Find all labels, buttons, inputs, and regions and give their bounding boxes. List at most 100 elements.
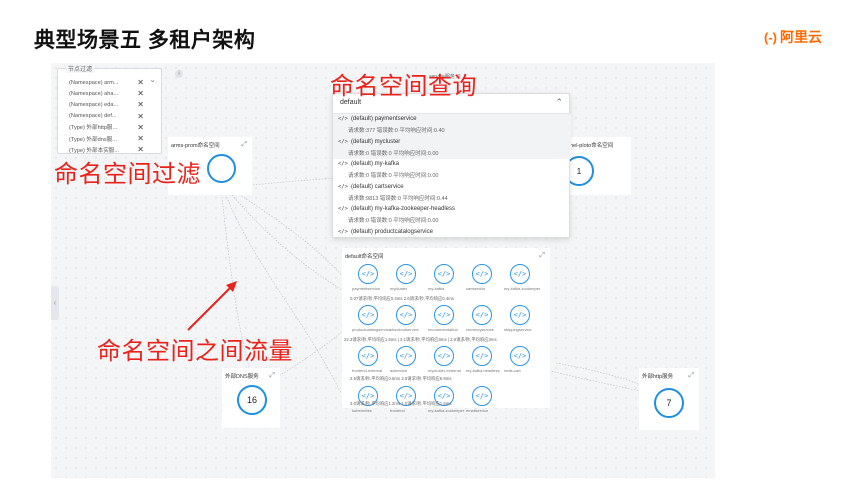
- service-node[interactable]: </>: [358, 386, 378, 406]
- search-result-item[interactable]: </>(default) paymentservice 请求数:377 错误数:…: [333, 114, 571, 137]
- service-node-label: currencyservice: [466, 327, 495, 332]
- service-node-label: my-kafka-zookeeper: [428, 408, 465, 413]
- chevron-up-icon[interactable]: ⌃: [555, 97, 563, 107]
- close-icon[interactable]: ✕: [137, 89, 144, 99]
- filter-tag: (Namespace) eda...✕: [69, 99, 144, 110]
- expand-icon[interactable]: ⤢: [539, 252, 545, 259]
- service-node[interactable]: </>: [510, 264, 530, 284]
- service-node[interactable]: </>: [510, 346, 530, 366]
- info-icon[interactable]: i: [175, 70, 183, 78]
- topology-canvas[interactable]: 节点过滤 ⌄ (Namespace) arm...✕ (Namespace) a…: [51, 63, 715, 478]
- service-node[interactable]: </>: [434, 346, 454, 366]
- code-icon: </>: [475, 392, 489, 400]
- service-node-label: paymentservice: [352, 286, 381, 291]
- service-node-label: shippingservice: [504, 327, 532, 332]
- side-panel-toggle[interactable]: ‹: [51, 286, 59, 320]
- namespace-card-label: default命名空间: [345, 254, 384, 260]
- service-node[interactable]: </>: [510, 305, 530, 325]
- filter-tag: (Type) 外部http服...✕: [69, 122, 144, 133]
- search-result-item[interactable]: </>(default) my-kafka 请求数:0 错误数:0 平均响应时间…: [333, 159, 571, 182]
- filter-tag: (Namespace) aha... ✕: [69, 88, 144, 99]
- code-icon: </>: [399, 392, 413, 400]
- namespace-search-input[interactable]: default ⌃: [333, 94, 571, 114]
- filter-tag-label: (Namespace) aha...: [69, 90, 119, 97]
- service-node-label: recommendation: [428, 327, 458, 332]
- search-result-name: </>(default) my-kafka: [338, 161, 399, 167]
- service-node[interactable]: </>: [396, 386, 416, 406]
- filter-tag: (Namespace) def... ✕: [69, 111, 144, 122]
- chevron-down-icon[interactable]: ⌄: [149, 75, 156, 84]
- code-icon: </>: [513, 270, 527, 278]
- code-icon: </>: [437, 270, 451, 278]
- code-icon: </>: [475, 352, 489, 360]
- namespace-card-default[interactable]: default命名空间 ⤢ </>paymentservice</>myclus…: [342, 248, 550, 413]
- code-icon: </>: [361, 352, 375, 360]
- code-icon: </>: [513, 352, 527, 360]
- service-node[interactable]: </>: [358, 305, 378, 325]
- service-node[interactable]: </>: [472, 305, 492, 325]
- search-result-name-text: (default) my-kafka-zookeeper-headless: [350, 206, 455, 212]
- code-icon: </>: [437, 311, 451, 319]
- filter-tag: (Namespace) arm...✕: [69, 77, 144, 88]
- search-result-name-text: (default) my-kafka: [350, 161, 399, 167]
- namespace-search-value: default: [340, 99, 362, 106]
- expand-icon[interactable]: ⤢: [241, 141, 247, 148]
- close-icon[interactable]: ✕: [137, 100, 144, 110]
- code-icon: </>: [399, 270, 413, 278]
- namespace-card-label: 外部http服务: [642, 374, 674, 380]
- alibaba-cloud-logo-icon: (-): [764, 29, 777, 45]
- annotation-namespace-search: 命名空间查询: [330, 73, 477, 100]
- code-icon: </>: [361, 270, 375, 278]
- namespace-node-circle[interactable]: [207, 154, 236, 183]
- service-node-label: my-kafka: [428, 286, 445, 291]
- slide-title: 典型场景五 多租户架构: [34, 29, 256, 52]
- service-node[interactable]: </>: [472, 346, 492, 366]
- search-result-item[interactable]: </>(default) cartservice 请求数:9813 错误数:0 …: [333, 182, 571, 205]
- namespace-card-external-http[interactable]: 外部http服务 ⤢ 7: [639, 368, 699, 430]
- search-result-stats: 请求数:9813 错误数:0 平均响应时间:0.44: [348, 195, 448, 202]
- service-node[interactable]: </>: [472, 386, 492, 406]
- filter-tag-label: (Namespace) def...: [69, 113, 117, 120]
- namespace-card-unnel[interactable]: unnel-ploto命名空间 1: [561, 137, 631, 195]
- close-icon[interactable]: ✕: [137, 78, 144, 88]
- service-node[interactable]: </>: [358, 264, 378, 284]
- search-result-item[interactable]: </>(default) my-kafka-zookeeper-headless…: [333, 204, 571, 227]
- namespace-card-external-dns[interactable]: 外部DNS服务 ⤢ 16: [222, 368, 280, 428]
- service-row-stats: 3.0请求/秒,平均响应1.2ms 1.0请求/秒,平均响应1.5ms: [350, 401, 452, 406]
- service-node[interactable]: </>: [434, 386, 454, 406]
- expand-icon[interactable]: ⤢: [269, 372, 275, 379]
- close-icon[interactable]: ✕: [137, 111, 144, 121]
- close-icon[interactable]: ✕: [137, 134, 144, 144]
- search-result-item[interactable]: </>(default) productcatalogservice: [333, 227, 571, 250]
- service-node[interactable]: </>: [434, 264, 454, 284]
- alibaba-cloud-logo-text: 阿里云: [780, 29, 822, 45]
- expand-icon[interactable]: ⤢: [688, 372, 694, 379]
- code-icon: </>: [437, 352, 451, 360]
- service-node[interactable]: </>: [434, 305, 454, 325]
- code-icon: </>: [361, 392, 375, 400]
- service-node[interactable]: </>: [396, 346, 416, 366]
- search-result-name: </>(default) productcatalogservice: [338, 229, 433, 235]
- service-node[interactable]: </>: [396, 264, 416, 284]
- service-node[interactable]: </>: [396, 305, 416, 325]
- close-icon[interactable]: ✕: [137, 145, 144, 155]
- service-row-stats: 2.5请求/秒,平均响应0.6ms 2.5请求/秒,平均响应6.9ms: [350, 376, 452, 381]
- filter-tag-label: (Type) 外部dns服...: [69, 136, 117, 143]
- namespace-card-arms[interactable]: arms-prom命名空间 ⤢: [168, 137, 252, 195]
- service-node[interactable]: </>: [358, 346, 378, 366]
- namespace-card-label: 外部DNS服务: [225, 374, 259, 380]
- namespace-node-circle[interactable]: 16: [237, 385, 267, 415]
- service-node-label: checkoutservice: [390, 327, 419, 332]
- filter-tag-label: (Type) 外部本实服...: [69, 147, 120, 154]
- search-result-stats: 请求数:377 错误数:0 平均响应时间:0.40: [348, 128, 445, 134]
- search-result-stats: 请求数:0 错误数:0 平均响应时间:0.00: [348, 173, 439, 179]
- service-node-label: adservice: [390, 368, 408, 373]
- search-result-item[interactable]: </>(default) mycluster 请求数:0 错误数:0 平均响应时…: [333, 136, 571, 159]
- service-node-label: frontend-external: [352, 368, 383, 373]
- service-node[interactable]: </>: [472, 264, 492, 284]
- namespace-card-label: unnel-ploto命名空间: [564, 143, 614, 149]
- close-icon[interactable]: ✕: [137, 122, 144, 132]
- code-icon: </>: [338, 206, 348, 212]
- namespace-node-circle[interactable]: 7: [654, 388, 684, 418]
- service-node-label: kubernetes: [352, 408, 372, 413]
